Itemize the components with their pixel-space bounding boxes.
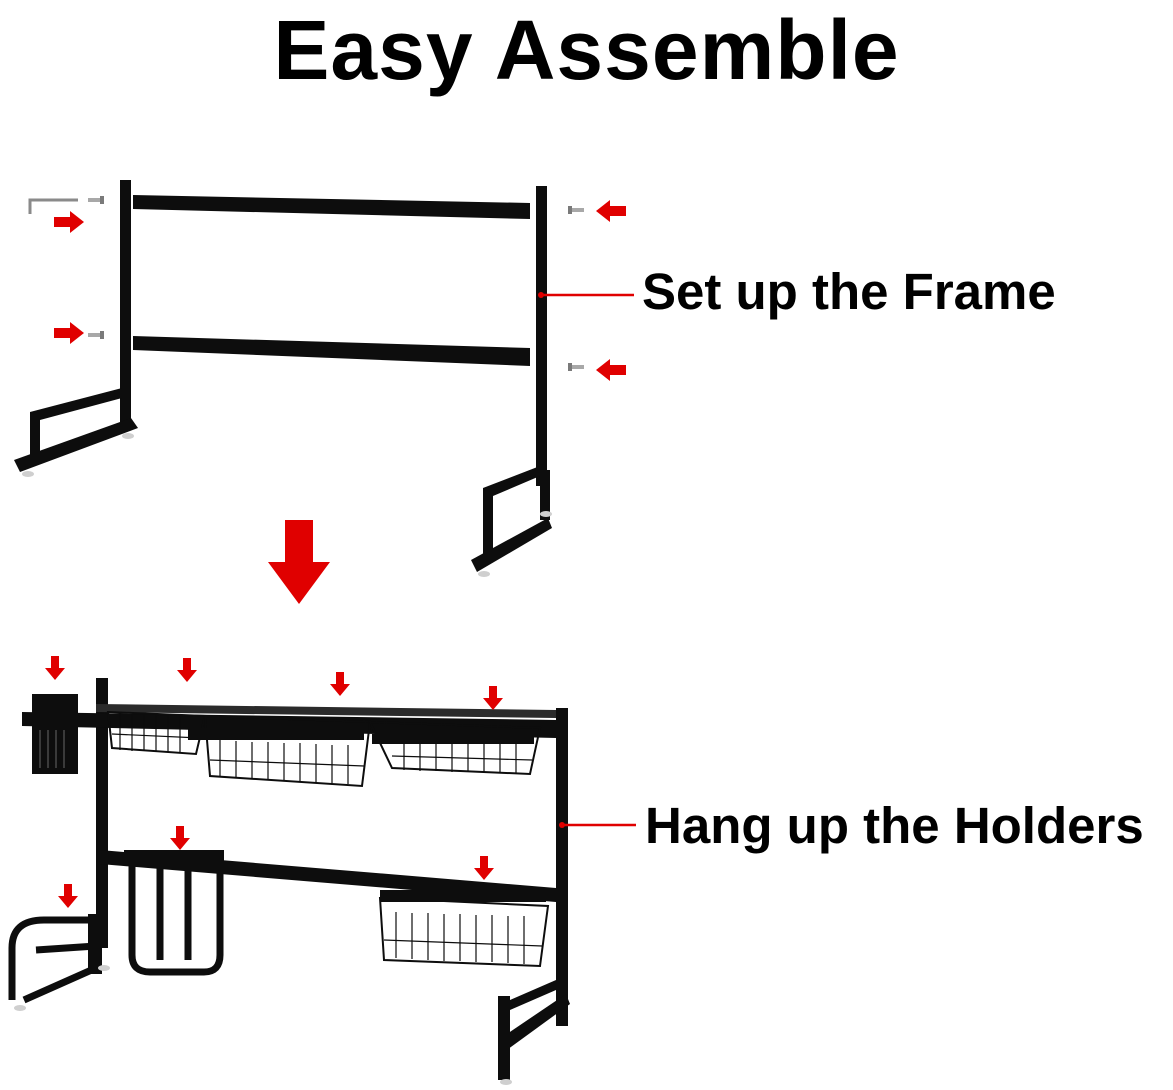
cutting-board-holder <box>128 862 224 976</box>
allen-key-icon <box>28 198 78 214</box>
top-crossbar <box>133 195 530 219</box>
top-basket-right <box>368 720 542 776</box>
lid-holder <box>8 916 98 1004</box>
top-basket-left <box>106 710 207 756</box>
step-label-holders: Hang up the Holders <box>645 797 1144 854</box>
top-basket-middle <box>188 714 372 788</box>
right-upright <box>536 186 547 486</box>
rack-assembly <box>8 656 636 1085</box>
utensil-holder <box>32 694 78 774</box>
bottom-crossbar <box>133 336 530 366</box>
step-label-frame: Set up the Frame <box>642 263 1056 320</box>
right-upright <box>556 708 568 1026</box>
bottom-basket <box>378 890 550 968</box>
left-upright <box>120 180 131 428</box>
right-foot <box>471 518 552 572</box>
frame-assembly <box>14 180 634 577</box>
down-arrow-icon <box>268 520 330 604</box>
left-foot <box>14 418 138 472</box>
page-title: Easy Assemble <box>273 3 900 97</box>
left-upright <box>96 678 108 948</box>
